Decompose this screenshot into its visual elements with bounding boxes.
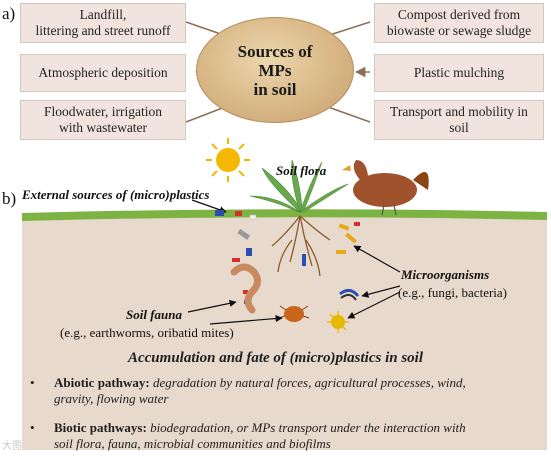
- plant-icon: [249, 159, 349, 213]
- center-line-3: in soil: [253, 79, 297, 99]
- bullet-biotic-text-1: biodegradation, or MPs transport under t…: [146, 420, 466, 435]
- hen-icon: [342, 160, 429, 216]
- center-line-2: MPs: [258, 60, 292, 80]
- source-box-line: Floodwater, irrigation: [44, 104, 162, 119]
- bullet-biotic-text-2: soil flora, fauna, microbial communities…: [54, 436, 331, 451]
- source-box-line: with wastewater: [58, 120, 148, 135]
- soil-layer: [22, 216, 547, 450]
- panel-b-label: b): [2, 189, 17, 208]
- source-box-mulching: Plastic mulching: [374, 54, 544, 92]
- source-box-line: biowaste or sewage sludge: [386, 23, 532, 38]
- soil-fauna-label: Soil fauna: [126, 307, 182, 322]
- sun-icon: [206, 138, 250, 182]
- microorganisms-arrow-1: [353, 245, 401, 273]
- source-box-line: Plastic mulching: [413, 65, 505, 80]
- bullet-abiotic-text-1: degradation by natural forces, agricultu…: [149, 375, 466, 390]
- source-box-line: Atmospheric deposition: [38, 65, 168, 80]
- sources-center-oval: Sources of MPs in soil: [196, 17, 354, 123]
- soil-fauna-examples: (e.g., earthworms, oribatid mites): [60, 325, 234, 340]
- bullet-dot: •: [30, 375, 35, 390]
- microorganisms-label: Microorganisms: [401, 267, 490, 282]
- fate-title: Accumulation and fate of (micro)plastics…: [127, 350, 423, 366]
- source-box-line: littering and street runoff: [35, 23, 171, 38]
- plastic-fragment-icon: [215, 210, 360, 304]
- source-box-line: Landfill,: [79, 7, 127, 22]
- grass-surface: [22, 209, 547, 221]
- watermark: 大图: [2, 441, 22, 452]
- bacteria-icon: [327, 311, 349, 333]
- external-sources-label: External sources of (micro)plastics: [22, 187, 210, 202]
- fauna-arrow-1: [187, 299, 237, 313]
- source-box-line: soil: [449, 120, 469, 135]
- fungi-icon: [339, 289, 360, 301]
- source-box-line: Compost derived from: [397, 7, 521, 22]
- microorganisms-arrow-3: [347, 291, 401, 319]
- source-box-landfill: Landfill,littering and street runoff: [20, 3, 186, 43]
- fauna-arrow-2: [209, 314, 283, 325]
- panel-a-label: a): [2, 4, 16, 23]
- soil-flora-label: Soil flora: [276, 163, 327, 178]
- bullet-biotic-bold: Biotic pathways:: [54, 420, 147, 435]
- bullet-abiotic-bold: Abiotic pathway:: [54, 375, 150, 390]
- plant-roots: [271, 215, 331, 277]
- earthworm-icon: [230, 263, 261, 314]
- center-line-1: Sources of: [237, 41, 313, 61]
- microorganisms-arrow-2: [361, 285, 401, 298]
- bullet-dot: •: [30, 420, 35, 435]
- source-box-line: Transport and mobility in: [390, 104, 528, 119]
- bullet-abiotic-text-2: gravity, flowing water: [54, 391, 169, 406]
- source-box-atmospheric: Atmospheric deposition: [20, 54, 186, 92]
- microorganisms-examples: (e.g., fungi, bacteria): [398, 285, 508, 300]
